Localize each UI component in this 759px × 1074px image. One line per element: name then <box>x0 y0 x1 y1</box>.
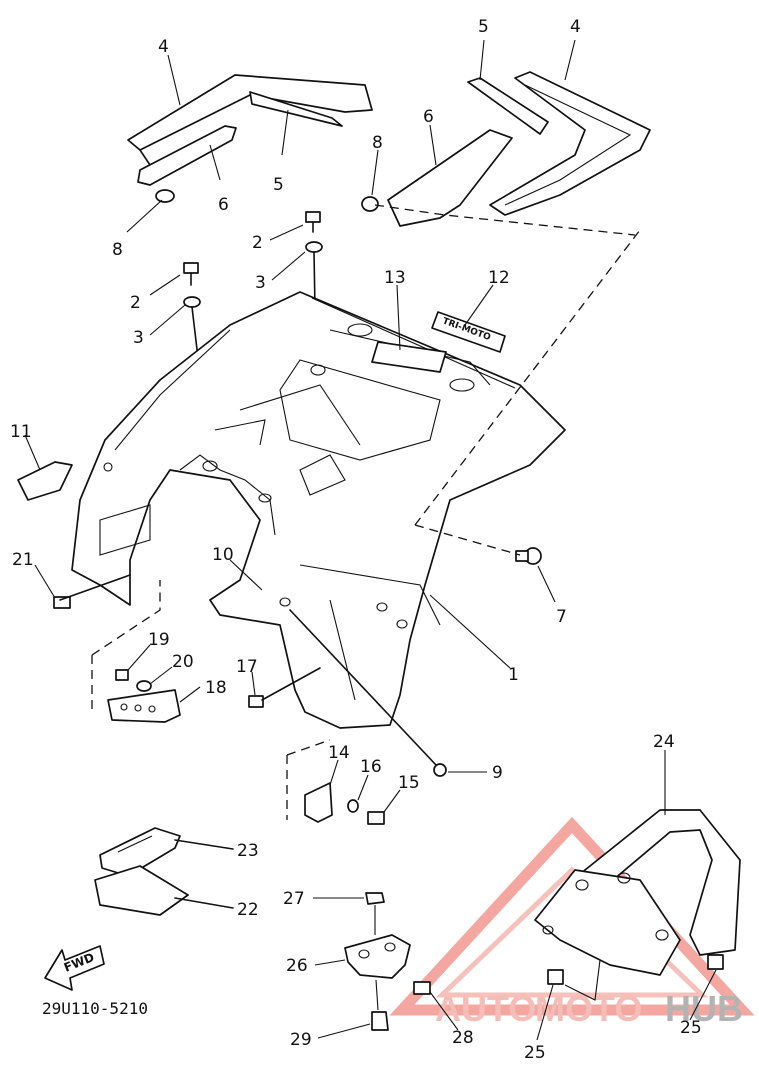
part-3-washer-b <box>183 296 201 308</box>
part-11-sticker <box>17 461 73 501</box>
pad-and-plate-group <box>94 827 234 916</box>
callout-21: 21 <box>12 550 34 570</box>
callout-17: 17 <box>236 657 258 677</box>
callout-8: 8 <box>112 240 123 260</box>
callout-4: 4 <box>570 17 581 37</box>
part-15-bolt <box>367 811 385 825</box>
part-24-grab-bar <box>559 809 741 956</box>
part-25-bolt-a <box>547 969 564 985</box>
part-18-bracket <box>107 689 181 723</box>
callout-9: 9 <box>492 763 503 783</box>
callout-14: 14 <box>328 743 350 763</box>
part-17-bolt <box>248 695 264 708</box>
part-5-right-bracket <box>467 77 549 135</box>
part-5-left-bracket <box>249 91 343 127</box>
part-14-hinge <box>304 782 333 823</box>
callout-2: 2 <box>252 233 263 253</box>
part-25-bolt-b <box>707 954 724 970</box>
part-4-left-rail <box>127 74 373 151</box>
callout-4: 4 <box>158 37 169 57</box>
callout-26: 26 <box>286 956 308 976</box>
callout-29: 29 <box>290 1030 312 1050</box>
callout-labels: 4 5 4 6 8 6 5 8 2 3 2 3 13 12 11 21 10 7… <box>10 17 702 1063</box>
callout-2: 2 <box>130 293 141 313</box>
watermark-text-moto: MOTO <box>535 988 642 1029</box>
part-9-nut <box>433 763 447 777</box>
callout-11: 11 <box>10 422 32 442</box>
part-27-tag <box>365 892 385 905</box>
callout-6: 6 <box>218 195 229 215</box>
part-28-bolt <box>413 981 431 995</box>
part-2-bolt-a <box>305 211 321 223</box>
callout-28: 28 <box>452 1028 474 1048</box>
callout-7: 7 <box>556 607 567 627</box>
leader-lines <box>24 39 717 1041</box>
callout-12: 12 <box>488 268 510 288</box>
callout-6: 6 <box>423 107 434 127</box>
callout-3: 3 <box>255 273 266 293</box>
part-19-screw <box>115 669 129 681</box>
part-29-nut <box>371 1011 389 1031</box>
callout-3: 3 <box>133 328 144 348</box>
fwd-arrow: FWD <box>44 945 105 991</box>
callout-25: 25 <box>524 1043 546 1063</box>
watermark-text-hub: HUB <box>665 988 743 1029</box>
part-4-right-rail <box>489 71 651 216</box>
latch-assembly <box>344 892 431 1031</box>
lower-left-bracket-group <box>53 574 321 723</box>
callout-5: 5 <box>273 175 284 195</box>
part-13-panel <box>371 341 447 373</box>
fasteners-misc <box>289 204 641 777</box>
part-3-washer-a <box>305 241 323 253</box>
rail-right-assembly <box>361 71 651 227</box>
part-21-bolt <box>53 596 71 609</box>
callout-23: 23 <box>237 841 259 861</box>
part-16-clip <box>347 799 359 813</box>
callout-24: 24 <box>653 732 675 752</box>
callout-5: 5 <box>478 17 489 37</box>
callout-19: 19 <box>148 630 170 650</box>
callout-27: 27 <box>283 889 305 909</box>
callout-20: 20 <box>172 652 194 672</box>
callout-22: 22 <box>237 900 259 920</box>
callout-13: 13 <box>384 268 406 288</box>
part-26-latch <box>344 934 411 979</box>
diagram-code: 29U110-5210 <box>42 999 148 1018</box>
part-24-bracket <box>534 869 681 976</box>
decal-group: TRI-MOTO <box>17 311 506 501</box>
callout-18: 18 <box>205 678 227 698</box>
callout-15: 15 <box>398 773 420 793</box>
callout-8: 8 <box>372 133 383 153</box>
callout-25: 25 <box>680 1018 702 1038</box>
part-12-decal <box>431 311 506 353</box>
callout-10: 10 <box>212 545 234 565</box>
part-22-pad <box>94 865 189 916</box>
part-8-right-grommet <box>361 196 379 212</box>
part-1-rear-fender <box>71 291 566 729</box>
part-6-right-plate <box>387 129 513 227</box>
callout-1: 1 <box>508 665 519 685</box>
part-20-washer <box>136 680 152 692</box>
part-2-bolt-b <box>183 262 199 274</box>
grab-bar-assembly <box>534 809 741 1001</box>
lower-mid-bracket-group <box>286 739 385 825</box>
part-6-left-plate <box>137 125 237 186</box>
part-8-left-grommet <box>155 189 175 203</box>
callout-16: 16 <box>360 757 382 777</box>
part-23-plate <box>99 827 181 877</box>
watermark-text-auto: AUTO <box>435 988 536 1029</box>
rail-left-assembly <box>127 74 373 203</box>
